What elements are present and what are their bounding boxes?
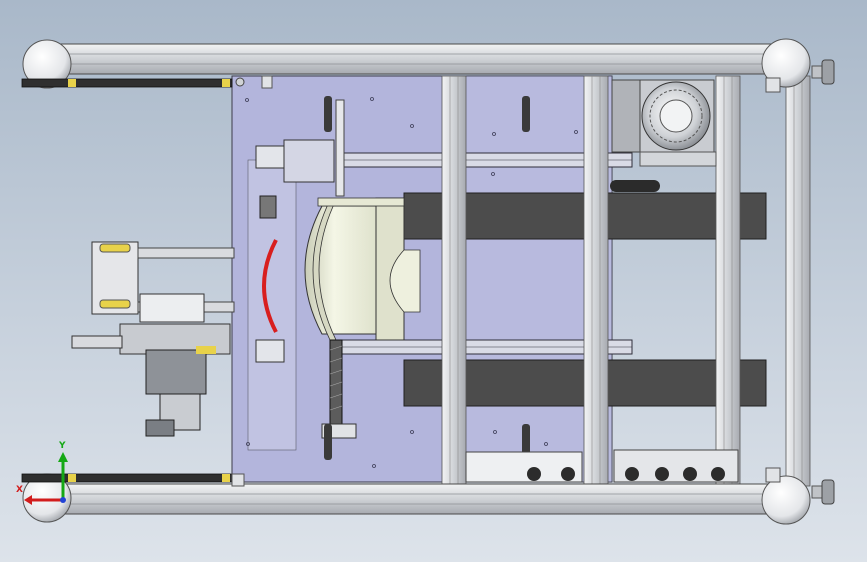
corner-ball-top-right[interactable] (761, 38, 811, 88)
gas-spring-top[interactable] (21, 77, 245, 88)
leveling-foot-top[interactable] (811, 59, 835, 85)
coordinate-triad (24, 452, 68, 505)
frame-profile-bottom[interactable] (39, 483, 801, 515)
terminal-strip[interactable] (465, 449, 739, 483)
frame-bracket (765, 467, 781, 483)
drum-mount-bracket[interactable] (255, 139, 335, 363)
corner-ball-bottom-right[interactable] (761, 475, 811, 525)
triad-y-arrow (58, 452, 68, 462)
leveling-foot-bottom[interactable] (811, 479, 835, 505)
vertical-profile-center-right[interactable] (583, 75, 609, 487)
frame-bracket (261, 75, 273, 89)
triad-z-axis (60, 497, 66, 503)
triad-y-label: Y (59, 441, 66, 451)
roller-drum[interactable] (304, 197, 421, 341)
red-seal-ring[interactable] (262, 239, 278, 333)
gear-motor[interactable] (611, 79, 717, 167)
side-cylinder-assembly[interactable] (91, 241, 235, 323)
triad-x-label: X (16, 485, 23, 495)
corner-ball-top-left[interactable] (22, 39, 72, 89)
vertical-profile-right-outer[interactable] (785, 75, 811, 487)
frame-bracket (765, 77, 781, 93)
vertical-profile-center-left[interactable] (441, 75, 467, 487)
valve-block[interactable] (71, 323, 231, 437)
frame-bracket (231, 473, 245, 487)
motor-cable (610, 180, 660, 192)
triad-x-arrow (24, 495, 32, 505)
gas-spring-bottom[interactable] (21, 473, 233, 483)
base-plate[interactable] (231, 75, 613, 483)
frame-profile-top[interactable] (39, 43, 801, 75)
vertical-profile-right-inner[interactable] (715, 75, 741, 487)
slider-post[interactable] (324, 96, 530, 460)
